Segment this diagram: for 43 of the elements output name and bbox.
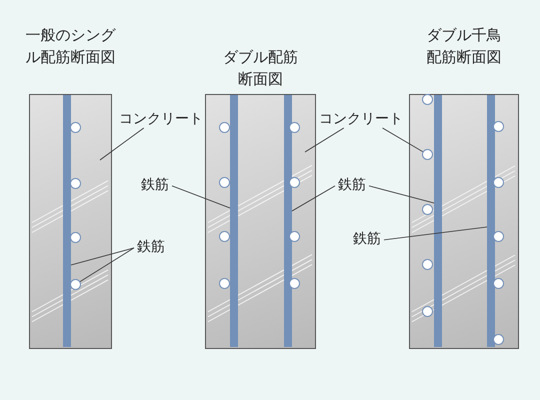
rebar-dot <box>422 306 433 317</box>
rebar-dot <box>70 122 81 133</box>
leader-line <box>292 186 336 212</box>
leader-line <box>382 128 424 152</box>
wall-section-panel <box>29 94 112 349</box>
rebar-dot <box>422 149 433 160</box>
rebar-dot <box>289 278 300 289</box>
part-label: コンクリート <box>118 110 204 128</box>
rebar-dot <box>289 231 300 242</box>
section-title: ダブル配筋断面図 <box>222 47 299 90</box>
rebar-dot <box>219 122 230 133</box>
part-label: 鉄筋 <box>140 176 170 194</box>
leader-line <box>384 226 488 240</box>
rebar-dot <box>289 122 300 133</box>
rebar-dot <box>219 231 230 242</box>
rebar-dot <box>422 259 433 270</box>
rebar-dot <box>422 94 433 105</box>
rebar-dot <box>219 177 230 188</box>
rebar-dot <box>289 177 300 188</box>
rebar-dot <box>493 231 504 242</box>
part-label: 鉄筋 <box>352 230 382 248</box>
part-label: コンクリート <box>318 110 404 128</box>
leader-line <box>304 128 344 152</box>
leader-line <box>70 248 134 266</box>
rebar-dot <box>70 279 81 290</box>
part-label: 鉄筋 <box>337 176 367 194</box>
leader-line <box>80 248 134 282</box>
wall-section-panel <box>205 94 316 349</box>
rebar-dot <box>493 177 504 188</box>
rebar-dot <box>422 204 433 215</box>
part-label: 鉄筋 <box>136 238 166 256</box>
wall-section-panel <box>409 94 519 349</box>
rebar-dot <box>70 178 81 189</box>
rebar-dot <box>493 121 504 132</box>
section-title: 一般のシングル配筋断面図 <box>24 25 117 68</box>
rebar-dot <box>70 232 81 243</box>
leader-line <box>172 186 230 208</box>
section-title: ダブル千鳥配筋断面図 <box>426 25 502 68</box>
rebar-dot <box>493 278 504 289</box>
rebar-dot <box>493 334 504 345</box>
leader-line <box>368 186 434 204</box>
leader-line <box>100 128 144 160</box>
rebar-dot <box>219 278 230 289</box>
